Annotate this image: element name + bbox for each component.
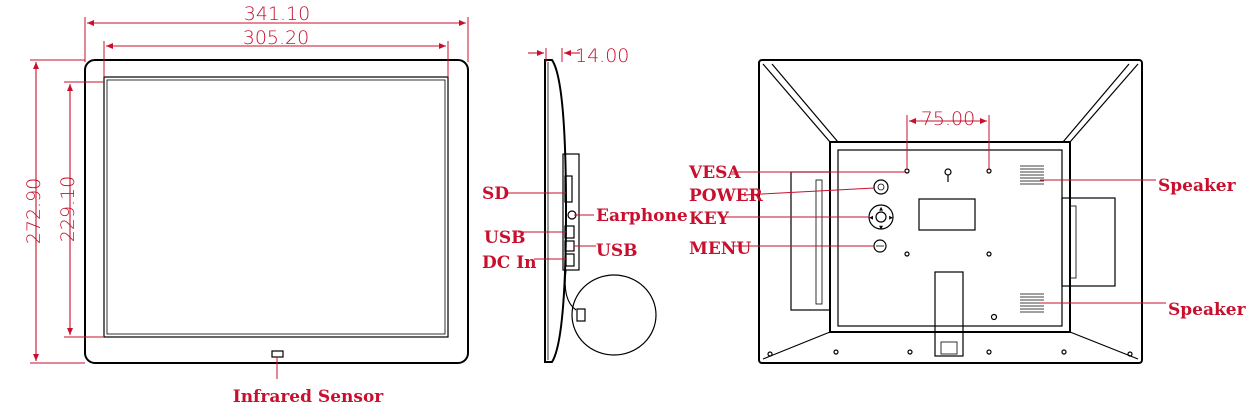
dim-vesa-spacing: 75.00 xyxy=(921,108,975,130)
vesa-hole-tr xyxy=(986,168,992,174)
label-usb-right: USB xyxy=(596,241,637,261)
stand-foot xyxy=(576,308,586,322)
right-bracket-slot xyxy=(1069,205,1077,279)
vesa-hole-br xyxy=(986,251,992,257)
vesa-hole-bl xyxy=(904,251,910,257)
vesa-hole-tl xyxy=(904,168,910,174)
label-usb-left: USB xyxy=(484,228,525,248)
svg-text:▲: ▲ xyxy=(879,206,883,212)
svg-text:◀: ◀ xyxy=(869,215,873,221)
svg-text:▼: ▼ xyxy=(879,225,883,231)
label-key: KEY xyxy=(689,209,730,229)
label-menu: MENU xyxy=(689,239,751,259)
side-profile xyxy=(544,59,568,363)
dim-overall-height: 272.90 xyxy=(23,178,45,244)
back-outer-frame xyxy=(758,59,1143,364)
dim-depth: 14.00 xyxy=(575,45,629,67)
label-dc-in: DC In xyxy=(482,253,537,273)
dim-screen-height: 229.10 xyxy=(57,176,79,242)
front-screen xyxy=(103,76,449,338)
dc-in-port xyxy=(565,253,575,267)
front-bezel xyxy=(84,59,469,364)
dim-overall-width: 341.10 xyxy=(244,3,310,25)
stand-ring xyxy=(571,274,657,356)
front-view: 341.10 305.20 272.90 229.10 Infrared Sen… xyxy=(23,3,469,407)
label-earphone: Earphone xyxy=(596,206,688,226)
speaker-grille-top xyxy=(1020,165,1044,185)
label-sd: SD xyxy=(482,184,509,204)
infrared-sensor-window xyxy=(271,350,284,358)
left-bracket xyxy=(790,171,831,311)
sd-slot xyxy=(564,175,573,203)
side-port-block xyxy=(562,153,580,271)
right-bracket xyxy=(1061,197,1116,287)
stand-loop xyxy=(564,269,577,311)
dim-screen-width: 305.20 xyxy=(243,27,309,49)
front-screen-inner xyxy=(106,79,446,335)
label-power: POWER xyxy=(689,186,764,206)
back-view: ▲ ▼ ◀ ▶ xyxy=(688,59,1247,364)
side-view: 14.00 SD Earphone USB USB DC In xyxy=(482,45,688,363)
left-bracket-slot xyxy=(815,179,823,305)
label-speaker-bottom: Speaker xyxy=(1168,300,1247,320)
label-speaker-top: Speaker xyxy=(1158,176,1237,196)
power-button xyxy=(873,179,889,195)
svg-text:▶: ▶ xyxy=(889,215,893,221)
label-vesa: VESA xyxy=(688,163,741,183)
back-stand xyxy=(934,271,964,357)
label-plate xyxy=(918,198,976,231)
keyhole xyxy=(944,168,952,176)
label-infrared-sensor: Infrared Sensor xyxy=(233,387,385,407)
